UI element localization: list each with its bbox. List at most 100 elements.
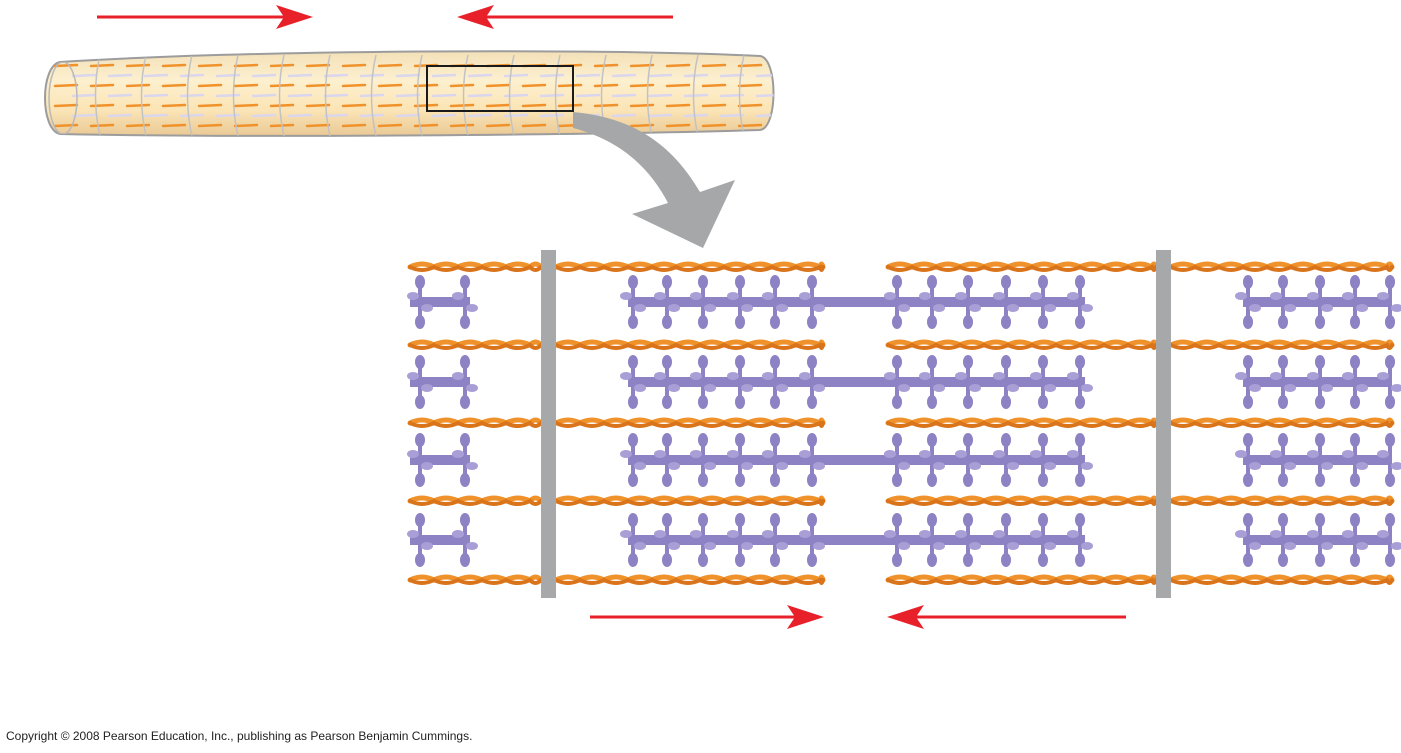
myosin-light-lobe: [704, 542, 716, 550]
myofibril-stripe: [467, 93, 493, 98]
myofibril-stripe: [143, 73, 169, 78]
myosin-light-lobe: [452, 372, 464, 380]
myosin-head: [662, 553, 672, 567]
myofibril-stripe: [377, 63, 403, 68]
myosin-head: [1315, 275, 1325, 289]
myosin-head: [1315, 513, 1325, 527]
myosin-light-lobe: [1030, 372, 1042, 380]
myofibril-stripe: [467, 113, 493, 118]
myofibril-stripe: [89, 123, 115, 128]
myosin-light-lobe: [933, 384, 945, 392]
myosin-light-lobe: [898, 462, 910, 470]
myofibril-stripe: [341, 83, 367, 88]
myosin-light-lobe: [634, 542, 646, 550]
myosin-head: [1385, 473, 1395, 487]
myofibril-stripe: [161, 123, 187, 128]
myosin-light-lobe: [884, 292, 896, 300]
myosin-head: [1315, 315, 1325, 329]
myofibril-stripe: [125, 123, 151, 128]
myosin-head: [927, 275, 937, 289]
actin-strand: [885, 339, 1159, 349]
myofibril-stripe: [269, 103, 295, 108]
actin-strand: [554, 577, 825, 585]
myofibril-stripe: [701, 123, 727, 128]
myosin-head: [628, 395, 638, 409]
myosin-light-lobe: [1321, 542, 1333, 550]
thick-filament: [1243, 455, 1392, 465]
myosin-light-lobe: [799, 292, 811, 300]
actin-strand: [553, 574, 826, 584]
thick-filament: [410, 455, 470, 465]
myosin-head: [892, 395, 902, 409]
myosin-light-lobe: [919, 292, 931, 300]
myosin-light-lobe: [1391, 384, 1401, 392]
myosin-head: [1075, 473, 1085, 487]
myosin-head: [1001, 513, 1011, 527]
sarcomere-band-line: [416, 54, 423, 136]
actin-strand: [1169, 342, 1394, 350]
myosin-light-lobe: [1081, 462, 1093, 470]
myofibril-stripe: [323, 93, 349, 98]
myosin-light-lobe: [1270, 372, 1282, 380]
myosin-light-lobe: [776, 384, 788, 392]
myosin-head: [1385, 275, 1395, 289]
myosin-head: [892, 513, 902, 527]
myosin-head: [892, 473, 902, 487]
actin-strand: [407, 417, 544, 427]
myofibril-stripe: [215, 93, 241, 98]
myosin-head: [1278, 553, 1288, 567]
actin-strand: [1169, 264, 1394, 272]
myosin-light-lobe: [1081, 542, 1093, 550]
myosin-head: [662, 513, 672, 527]
myosin-head: [927, 395, 937, 409]
actin-strand: [554, 420, 825, 428]
myosin-head: [415, 553, 425, 567]
myosin-head: [698, 553, 708, 567]
actin-strand: [407, 261, 544, 271]
myosin-light-lobe: [762, 372, 774, 380]
myosin-light-lobe: [634, 384, 646, 392]
myosin-head: [1001, 315, 1011, 329]
myofibril-stripe: [341, 63, 367, 68]
myosin-light-lobe: [1081, 304, 1093, 312]
myofibril-stripe: [305, 123, 331, 128]
myosin-head: [963, 553, 973, 567]
myosin-head: [628, 473, 638, 487]
myofibril-stripe: [593, 103, 619, 108]
myosin-head: [927, 355, 937, 369]
myosin-head: [460, 315, 470, 329]
myosin-light-lobe: [452, 530, 464, 538]
actin-strand: [886, 420, 1158, 428]
myosin-head: [1350, 275, 1360, 289]
myosin-light-lobe: [1321, 304, 1333, 312]
myofibril-stripe: [683, 113, 709, 118]
myofibril-stripe: [647, 73, 673, 78]
myofibril-stripe: [197, 83, 223, 88]
myofibril-stripe: [179, 93, 205, 98]
actin-strand: [554, 498, 825, 506]
myosin-light-lobe: [1235, 450, 1247, 458]
myosin-head: [807, 433, 817, 447]
actin-strand: [1168, 339, 1395, 349]
myosin-light-lobe: [799, 372, 811, 380]
myofibril-stripe: [233, 63, 259, 68]
actin-strand: [885, 574, 1159, 584]
myosin-light-lobe: [668, 304, 680, 312]
myosin-head: [770, 315, 780, 329]
myosin-head: [698, 315, 708, 329]
actin-strand: [408, 420, 543, 428]
myofibril-stripe: [53, 63, 79, 68]
actin-strand: [554, 264, 825, 272]
myosin-head: [460, 553, 470, 567]
myosin-light-lobe: [741, 462, 753, 470]
myosin-light-lobe: [690, 450, 702, 458]
actin-strand: [886, 577, 1158, 585]
myofibril-stripe: [179, 73, 205, 78]
myosin-light-lobe: [741, 542, 753, 550]
myosin-head: [735, 275, 745, 289]
myosin-head: [628, 315, 638, 329]
myofibril-stripe: [197, 123, 223, 128]
myosin-light-lobe: [407, 450, 419, 458]
myosin-head: [770, 395, 780, 409]
myosin-light-lobe: [704, 462, 716, 470]
